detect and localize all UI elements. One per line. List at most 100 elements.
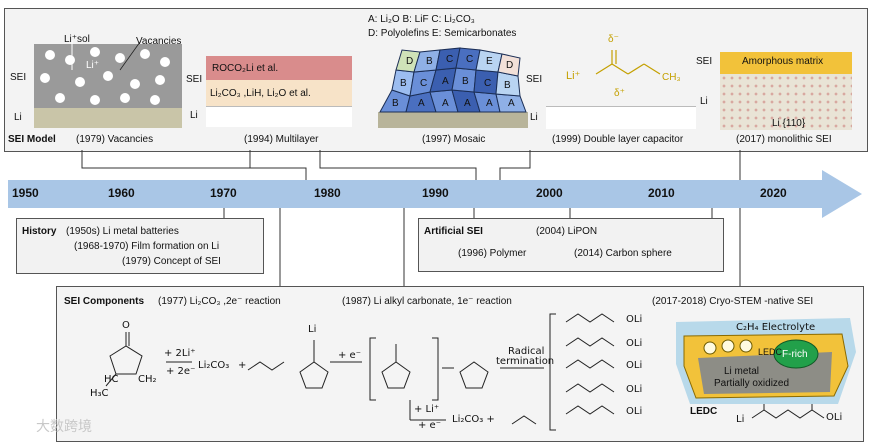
caption-1997: (1997) Mosaic xyxy=(422,134,486,145)
svg-text:A: A xyxy=(508,98,515,109)
multilayer-bottom-text: Li₂CO₃ ,LiH, Li₂O et al. xyxy=(210,88,311,99)
year-1970: 1970 xyxy=(210,186,237,200)
termination-label: termination xyxy=(496,356,555,367)
svg-text:C: C xyxy=(446,54,453,65)
li-substrate-2 xyxy=(206,106,352,127)
svg-text:C: C xyxy=(484,78,491,89)
ring-carbonyl-o-1: O xyxy=(122,320,130,331)
ring-ch2: CH₂ xyxy=(138,374,157,385)
svg-text:A: A xyxy=(464,98,471,109)
svg-text:D: D xyxy=(506,60,513,71)
reagent-2li: + 2Li⁺ xyxy=(164,348,196,359)
side-product: Li₂CO₃ + xyxy=(452,414,495,425)
ring-h3c: H₃C xyxy=(90,388,109,399)
svg-text:E: E xyxy=(486,56,493,67)
history-item-1: (1950s) Li metal batteries xyxy=(66,226,179,237)
li-substrate-1 xyxy=(34,108,182,128)
capacitor-delta-plus: δ⁺ xyxy=(614,88,625,99)
caption-2017: (2017) monolithic SEI xyxy=(736,134,832,145)
artificial-sei-panel xyxy=(418,218,724,272)
product-li2co3: Li₂CO₃ xyxy=(198,360,230,371)
vacancies-label: Vacancies xyxy=(136,36,182,47)
sei-model-label: SEI Model xyxy=(8,134,56,145)
svg-text:A: A xyxy=(486,98,493,109)
f-rich-label: F-rich xyxy=(782,349,808,360)
svg-text:B: B xyxy=(392,98,399,109)
component-1977: (1977) Li₂CO₃ ,2e⁻ reaction xyxy=(158,296,281,307)
product-plus: + xyxy=(238,360,247,371)
capacitor-substrate xyxy=(546,106,696,129)
reagent-2e: + 2e⁻ xyxy=(166,366,196,377)
history-item-3: (1979) Concept of SEI xyxy=(122,256,221,267)
svg-text:B: B xyxy=(504,80,511,91)
facet-label: Li {110} xyxy=(772,118,806,129)
history-label: History xyxy=(22,226,57,237)
sei-tag-5: SEI xyxy=(696,56,713,67)
svg-text:B: B xyxy=(426,56,433,67)
year-1980: 1980 xyxy=(314,186,341,200)
chain-oli-4: OLi xyxy=(626,384,643,395)
year-1990: 1990 xyxy=(422,186,449,200)
partially-label: Partially oxidized xyxy=(714,378,790,389)
li-plus-label: Li⁺ xyxy=(86,60,100,71)
li-metal-label: Li metal xyxy=(724,366,760,377)
radical-label: Radical xyxy=(508,346,545,357)
capacitor-delta-minus: δ⁻ xyxy=(608,34,619,45)
side-reagent-li: + Li⁺ xyxy=(414,404,440,415)
li-tag-4: Li xyxy=(530,112,538,123)
electrolyte-label: C₂H₄ Electrolyte xyxy=(736,322,816,333)
svg-text:C: C xyxy=(420,78,427,89)
svg-text:C: C xyxy=(466,54,473,65)
history-panel xyxy=(16,218,264,274)
capacitor-ch3: CH₃ xyxy=(662,72,681,83)
chain-oli-5: OLi xyxy=(626,406,643,417)
artificial-item-carbon: (2014) Carbon sphere xyxy=(574,248,672,259)
artificial-item-lipon: (2004) LiPON xyxy=(536,226,598,237)
capacitor-li: Li⁺ xyxy=(566,70,581,82)
component-1987: (1987) Li alkyl carbonate, 1e⁻ reaction xyxy=(342,296,512,307)
svg-text:B: B xyxy=(462,76,469,87)
mosaic-legend-2: D: Polyolefins E: Semicarbonates xyxy=(368,28,517,39)
amorphous-matrix xyxy=(720,52,852,74)
year-2000: 2000 xyxy=(536,186,563,200)
sei-tag-2: SEI xyxy=(186,74,203,85)
caption-1999: (1999) Double layer capacitor xyxy=(552,134,684,145)
sei-tag-1: SEI xyxy=(10,72,27,83)
multilayer-top-layer xyxy=(206,56,352,80)
ledc-oli: OLi xyxy=(826,412,843,423)
svg-text:A: A xyxy=(442,98,449,109)
caption-1994: (1994) Multilayer xyxy=(244,134,319,145)
li-tag-1: Li xyxy=(14,112,22,123)
artificial-sei-label: Artificial SEI xyxy=(424,226,483,237)
svg-text:D: D xyxy=(406,56,413,67)
monolithic-li xyxy=(720,74,852,130)
ledc-label: LEDC xyxy=(690,406,718,417)
watermark: 大数跨境 xyxy=(36,418,92,434)
svg-text:B: B xyxy=(400,78,407,89)
year-1960: 1960 xyxy=(108,186,135,200)
li-sol-label: Li⁺sol xyxy=(64,34,90,45)
svg-text:A: A xyxy=(418,98,425,109)
year-1950: 1950 xyxy=(12,186,39,200)
history-item-2: (1968-1970) Film formation on Li xyxy=(74,241,220,252)
ledc-li: Li xyxy=(736,414,745,425)
sei-components-label: SEI Components xyxy=(64,296,145,307)
amorphous-matrix-text: Amorphous matrix xyxy=(742,56,824,67)
ring-hc: HC xyxy=(104,374,119,385)
li-tag-2: Li xyxy=(190,110,198,121)
side-reagent-e: + e⁻ xyxy=(418,420,441,431)
component-2017: (2017-2018) Cryo-STEM -native SEI xyxy=(652,296,814,307)
li-tag-5: Li xyxy=(700,96,708,107)
mid-li: Li xyxy=(308,324,317,335)
multilayer-top-text: ROCO₂Li et al. xyxy=(212,63,279,74)
svg-text:A: A xyxy=(442,76,449,87)
year-2020: 2020 xyxy=(760,186,787,200)
chain-oli-1: OLi xyxy=(626,314,643,325)
artificial-item-polymer: (1996) Polymer xyxy=(458,248,527,259)
sei-tag-4: SEI xyxy=(526,74,543,85)
